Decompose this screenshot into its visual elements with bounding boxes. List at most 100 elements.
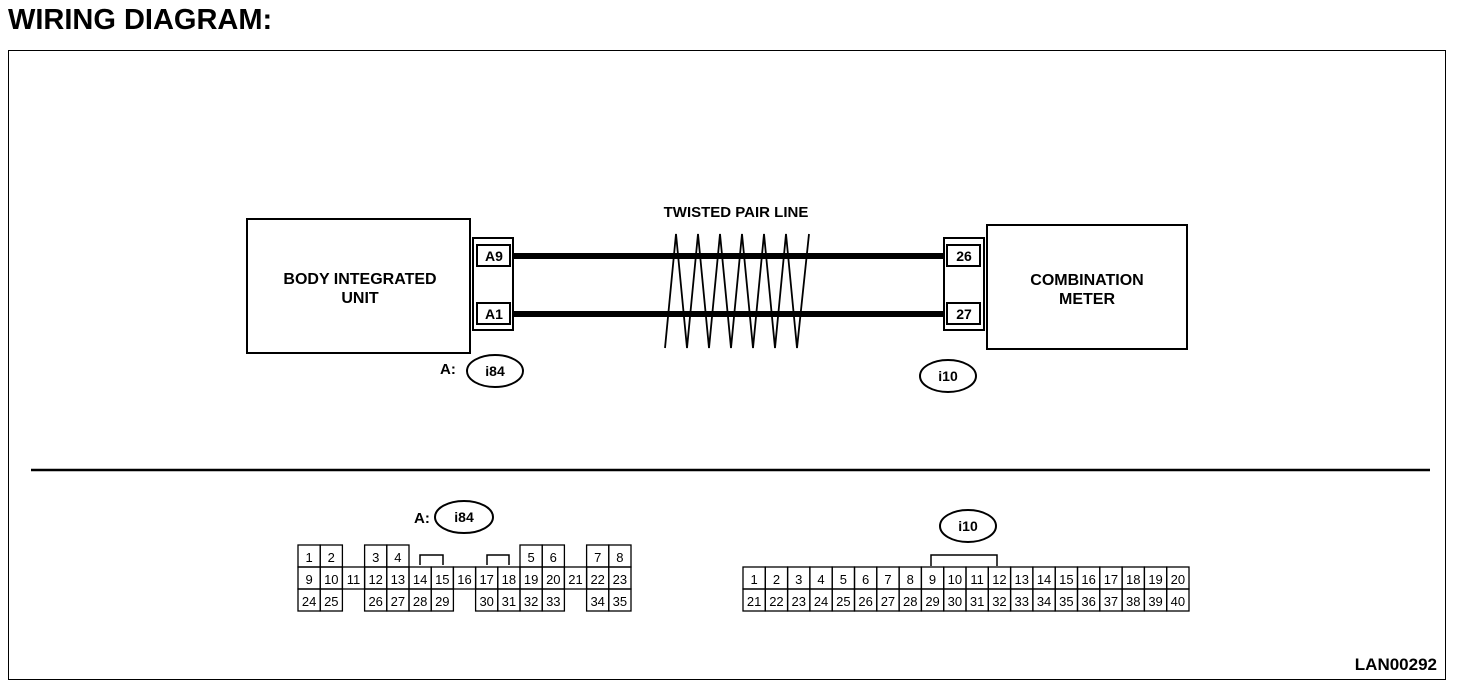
meter-pin-26-box <box>946 244 981 267</box>
pin-number: 30 <box>479 594 493 609</box>
pin-number: 34 <box>590 594 604 609</box>
pin-number: 35 <box>1059 594 1073 609</box>
meter-connector <box>943 237 985 331</box>
pin-number: 25 <box>324 594 338 609</box>
pin-number: 22 <box>590 572 604 587</box>
pin-number: 17 <box>479 572 493 587</box>
pin-cell <box>1166 588 1190 612</box>
pin-number: 9 <box>929 572 936 587</box>
page-title: WIRING DIAGRAM: <box>8 4 273 36</box>
pin-number: 10 <box>324 572 338 587</box>
twisted-pair-label: TWISTED PAIR LINE <box>664 204 809 221</box>
pin-number: 19 <box>1148 572 1162 587</box>
pin-cell <box>541 588 566 612</box>
pin-number: 16 <box>457 572 471 587</box>
pin-number: 15 <box>1059 572 1073 587</box>
meter-pin-27: 27 <box>956 306 972 322</box>
pin-number: 16 <box>1081 572 1095 587</box>
pin-number: 12 <box>368 572 382 587</box>
pin-number: 4 <box>817 572 824 587</box>
pin-number: 36 <box>1081 594 1095 609</box>
pin-number: 31 <box>970 594 984 609</box>
pin-number: 40 <box>1171 594 1185 609</box>
figure-code: LAN00292 <box>1355 655 1437 674</box>
pin-number: 11 <box>970 572 984 587</box>
pin-number: 20 <box>546 572 560 587</box>
pin-number: 31 <box>502 594 516 609</box>
pin-cell <box>430 588 455 612</box>
body-unit-connector-id: i84 <box>485 363 505 379</box>
body-integrated-unit-box <box>246 218 471 354</box>
pin-number: 6 <box>550 550 557 565</box>
pin-number: 19 <box>524 572 538 587</box>
body-unit-pin-a9: A9 <box>485 248 503 264</box>
pin-number: 27 <box>881 594 895 609</box>
pin-number: 14 <box>1037 572 1051 587</box>
meter-label-line1: COMBINATION <box>1030 272 1143 289</box>
meter-label-line2: METER <box>1059 291 1115 308</box>
pin-number: 28 <box>413 594 427 609</box>
twisted-pair-symbol <box>664 233 810 349</box>
combination-meter-box <box>986 224 1188 350</box>
body-unit-label-line1: BODY INTEGRATED <box>283 271 436 288</box>
i84-diagram-prefix: A: <box>414 510 430 527</box>
pin-number: 24 <box>302 594 316 609</box>
pin-number: 25 <box>836 594 850 609</box>
pin-number: 30 <box>948 594 962 609</box>
pin-number: 38 <box>1126 594 1140 609</box>
pin-number: 22 <box>769 594 783 609</box>
pin-number: 5 <box>527 550 534 565</box>
pin-number: 3 <box>795 572 802 587</box>
pin-number: 20 <box>1171 572 1185 587</box>
pin-number: 28 <box>903 594 917 609</box>
pin-number: 1 <box>751 572 758 587</box>
pin-number: 7 <box>884 572 891 587</box>
pin-number: 32 <box>992 594 1006 609</box>
pin-number: 26 <box>858 594 872 609</box>
body-unit-connector <box>472 237 514 331</box>
pin-number: 39 <box>1148 594 1162 609</box>
pin-cell <box>608 588 632 612</box>
pin-number: 13 <box>391 572 405 587</box>
pin-number: 8 <box>907 572 914 587</box>
pin-number: 2 <box>328 550 335 565</box>
body-unit-connector-prefix: A: <box>440 361 456 378</box>
pin-number: 18 <box>1126 572 1140 587</box>
pin-number: 27 <box>391 594 405 609</box>
pin-number: 8 <box>616 550 623 565</box>
pin-number: 24 <box>814 594 828 609</box>
pin-number: 18 <box>502 572 516 587</box>
pin-number: 35 <box>613 594 627 609</box>
meter-pin-27-box <box>946 302 981 325</box>
pin-number: 21 <box>568 572 582 587</box>
pin-number: 14 <box>413 572 427 587</box>
pin-number: 33 <box>546 594 560 609</box>
pin-number: 10 <box>948 572 962 587</box>
pin-number: 37 <box>1104 594 1118 609</box>
meter-connector-badge <box>919 359 977 393</box>
i10-diagram-id: i10 <box>958 518 978 534</box>
pin-number: 17 <box>1104 572 1118 587</box>
body-unit-pin-a1: A1 <box>485 306 503 322</box>
pin-number: 11 <box>347 572 361 587</box>
pin-number: 13 <box>1015 572 1029 587</box>
pin-number: 1 <box>305 550 312 565</box>
meter-pin-26: 26 <box>956 248 972 264</box>
pin-number: 5 <box>840 572 847 587</box>
pin-number: 26 <box>368 594 382 609</box>
pin-number: 32 <box>524 594 538 609</box>
pin-number: 34 <box>1037 594 1051 609</box>
i84-latch-right <box>486 554 510 565</box>
pin-number: 2 <box>773 572 780 587</box>
pin-number: 23 <box>613 572 627 587</box>
pin-cell <box>319 588 344 612</box>
pin-number: 9 <box>305 572 312 587</box>
pin-number: 12 <box>992 572 1006 587</box>
pin-number: 3 <box>372 550 379 565</box>
pin-number: 4 <box>394 550 401 565</box>
i84-diagram-id: i84 <box>454 509 474 525</box>
pin-number: 6 <box>862 572 869 587</box>
